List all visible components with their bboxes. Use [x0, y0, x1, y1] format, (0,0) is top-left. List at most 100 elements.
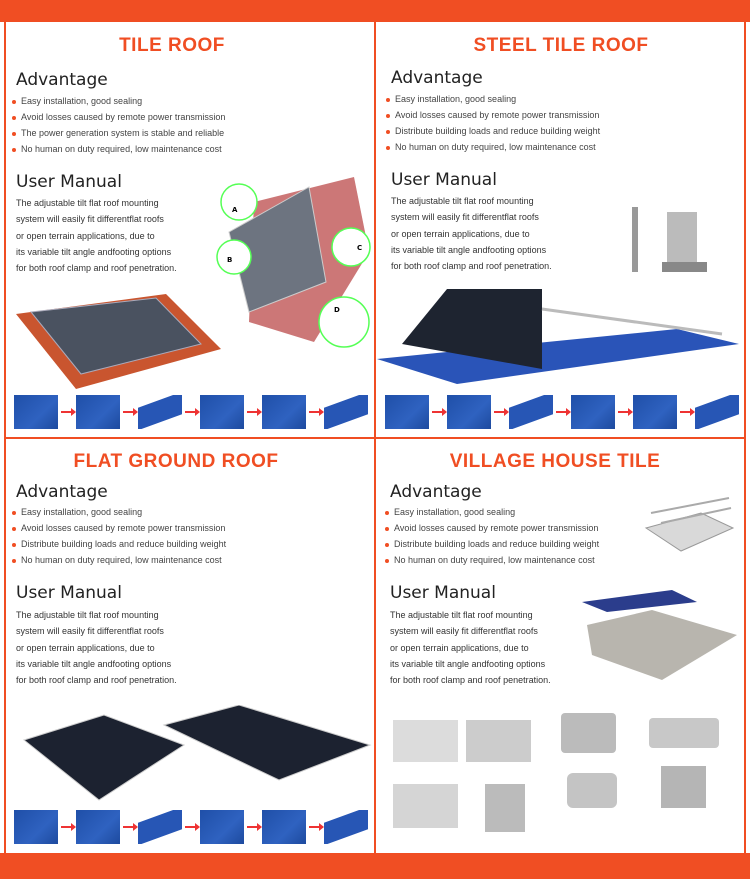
hardware-image: [661, 766, 706, 808]
step-image: [385, 395, 429, 429]
step-image: [14, 810, 58, 844]
advantage-item: Avoid losses caused by remote power tran…: [12, 520, 226, 536]
arrow-right-icon: [247, 408, 262, 416]
advantage-heading: Advantage: [390, 482, 482, 502]
section-title: STEEL TILE ROOF: [473, 35, 649, 56]
manual-line: or open terrain applications, due to: [391, 228, 530, 239]
advantage-item: Easy installation, good sealing: [386, 91, 600, 107]
step-image: [509, 395, 553, 429]
arrow-right-icon: [618, 408, 633, 416]
section-tile-roof: TILE ROOF Advantage Easy installation, g…: [6, 22, 374, 436]
advantage-item: Distribute building loads and reduce bui…: [386, 123, 600, 139]
manual-line: its variable tilt angle andfooting optio…: [16, 246, 172, 257]
section-village-house-tile: VILLAGE HOUSE TILE Advantage Easy instal…: [377, 440, 745, 854]
step-image: [200, 395, 244, 429]
advantage-item: Avoid losses caused by remote power tran…: [385, 520, 599, 536]
manual-heading: User Manual: [390, 583, 496, 603]
advantage-item: No human on duty required, low maintenan…: [12, 141, 225, 157]
hardware-image: [649, 718, 719, 748]
manual-line: its variable tilt angle andfooting optio…: [391, 244, 547, 255]
arrow-right-icon: [61, 823, 76, 831]
manual-line: The adjustable tilt flat roof mounting: [391, 196, 534, 206]
advantage-item: Easy installation, good sealing: [12, 93, 225, 109]
arrow-right-icon: [123, 823, 138, 831]
step-image: [447, 395, 491, 429]
advantage-item: No human on duty required, low maintenan…: [386, 139, 600, 155]
arrow-right-icon: [309, 408, 324, 416]
hardware-image: [561, 713, 616, 753]
step-image: [262, 810, 306, 844]
hardware-image: [567, 773, 617, 808]
hardware-image: [485, 784, 525, 832]
top-banner: [0, 0, 750, 22]
step-image: [76, 395, 120, 429]
manual-line: or open terrain applications, due to: [16, 642, 155, 653]
advantage-heading: Advantage: [16, 482, 108, 502]
manual-line: for both roof clamp and roof penetration…: [16, 675, 177, 686]
advantage-item: Avoid losses caused by remote power tran…: [12, 109, 225, 125]
village-house-image: [582, 590, 737, 680]
arrow-right-icon: [494, 408, 509, 416]
manual-text: The adjustable tilt flat roof mounting s…: [16, 607, 177, 688]
step-image: [262, 395, 306, 429]
manual-heading: User Manual: [391, 170, 497, 190]
arrow-right-icon: [680, 408, 695, 416]
step-image: [633, 395, 677, 429]
manual-line: or open terrain applications, due to: [16, 230, 155, 241]
advantage-heading: Advantage: [391, 68, 483, 88]
manual-line: The adjustable tilt flat roof mounting: [16, 198, 159, 208]
tile-roof-diagram-image: A B C D: [216, 177, 371, 348]
advantage-list: Easy installation, good sealing Avoid lo…: [385, 504, 599, 568]
manual-line: for both roof clamp and roof penetration…: [390, 675, 551, 686]
step-image: [76, 810, 120, 844]
installation-steps: [14, 395, 368, 429]
arrow-right-icon: [185, 408, 200, 416]
arrow-right-icon: [185, 823, 200, 831]
section-title: TILE ROOF: [119, 35, 225, 56]
advantage-item: The power generation system is stable an…: [12, 125, 225, 141]
manual-line: for both roof clamp and roof penetration…: [16, 263, 177, 274]
steel-roof-photo-image: [377, 289, 739, 384]
advantage-list: Easy installation, good sealing Avoid lo…: [12, 504, 226, 568]
arrow-right-icon: [61, 408, 76, 416]
step-image: [200, 810, 244, 844]
advantage-list: Easy installation, good sealing Avoid lo…: [12, 93, 225, 157]
section-flat-ground-roof: FLAT GROUND ROOF Advantage Easy installa…: [6, 440, 374, 854]
manual-line: or open terrain applications, due to: [390, 642, 529, 653]
arrow-right-icon: [432, 408, 447, 416]
advantage-heading: Advantage: [16, 70, 108, 90]
advantage-item: No human on duty required, low maintenan…: [12, 552, 226, 568]
installation-steps: [14, 810, 368, 844]
advantage-item: Easy installation, good sealing: [12, 504, 226, 520]
arrow-right-icon: [309, 823, 324, 831]
callout-b: B: [227, 256, 232, 264]
manual-line: system will easily fit differentflat roo…: [16, 214, 164, 225]
hardware-image: [466, 720, 531, 762]
callout-d: D: [334, 306, 340, 314]
bracket-parts-image: [632, 207, 707, 272]
advantage-list: Easy installation, good sealing Avoid lo…: [386, 91, 600, 155]
hardware-image: [393, 720, 458, 762]
step-image: [324, 810, 368, 844]
arrow-right-icon: [556, 408, 571, 416]
manual-line: system will easily fit differentflat roo…: [16, 626, 164, 637]
divider-horizontal: [4, 437, 746, 439]
step-image: [14, 395, 58, 429]
manual-line: system will easily fit differentflat roo…: [391, 212, 539, 223]
step-image: [138, 810, 182, 844]
callout-c: C: [357, 244, 362, 252]
manual-line: The adjustable tilt flat roof mounting: [16, 610, 159, 620]
village-frame-image: [644, 497, 735, 552]
manual-line: for both roof clamp and roof penetration…: [391, 261, 552, 272]
advantage-item: Avoid losses caused by remote power tran…: [386, 107, 600, 123]
step-image: [571, 395, 615, 429]
manual-text: The adjustable tilt flat roof mounting s…: [391, 193, 552, 274]
advantage-item: Distribute building loads and reduce bui…: [385, 536, 599, 552]
hardware-image: [393, 784, 458, 828]
manual-line: its variable tilt angle andfooting optio…: [16, 658, 172, 669]
advantage-item: Easy installation, good sealing: [385, 504, 599, 520]
flat-ground-array-image: [22, 705, 372, 801]
manual-line: its variable tilt angle andfooting optio…: [390, 658, 546, 669]
manual-text: The adjustable tilt flat roof mounting s…: [390, 607, 551, 688]
advantage-item: No human on duty required, low maintenan…: [385, 552, 599, 568]
